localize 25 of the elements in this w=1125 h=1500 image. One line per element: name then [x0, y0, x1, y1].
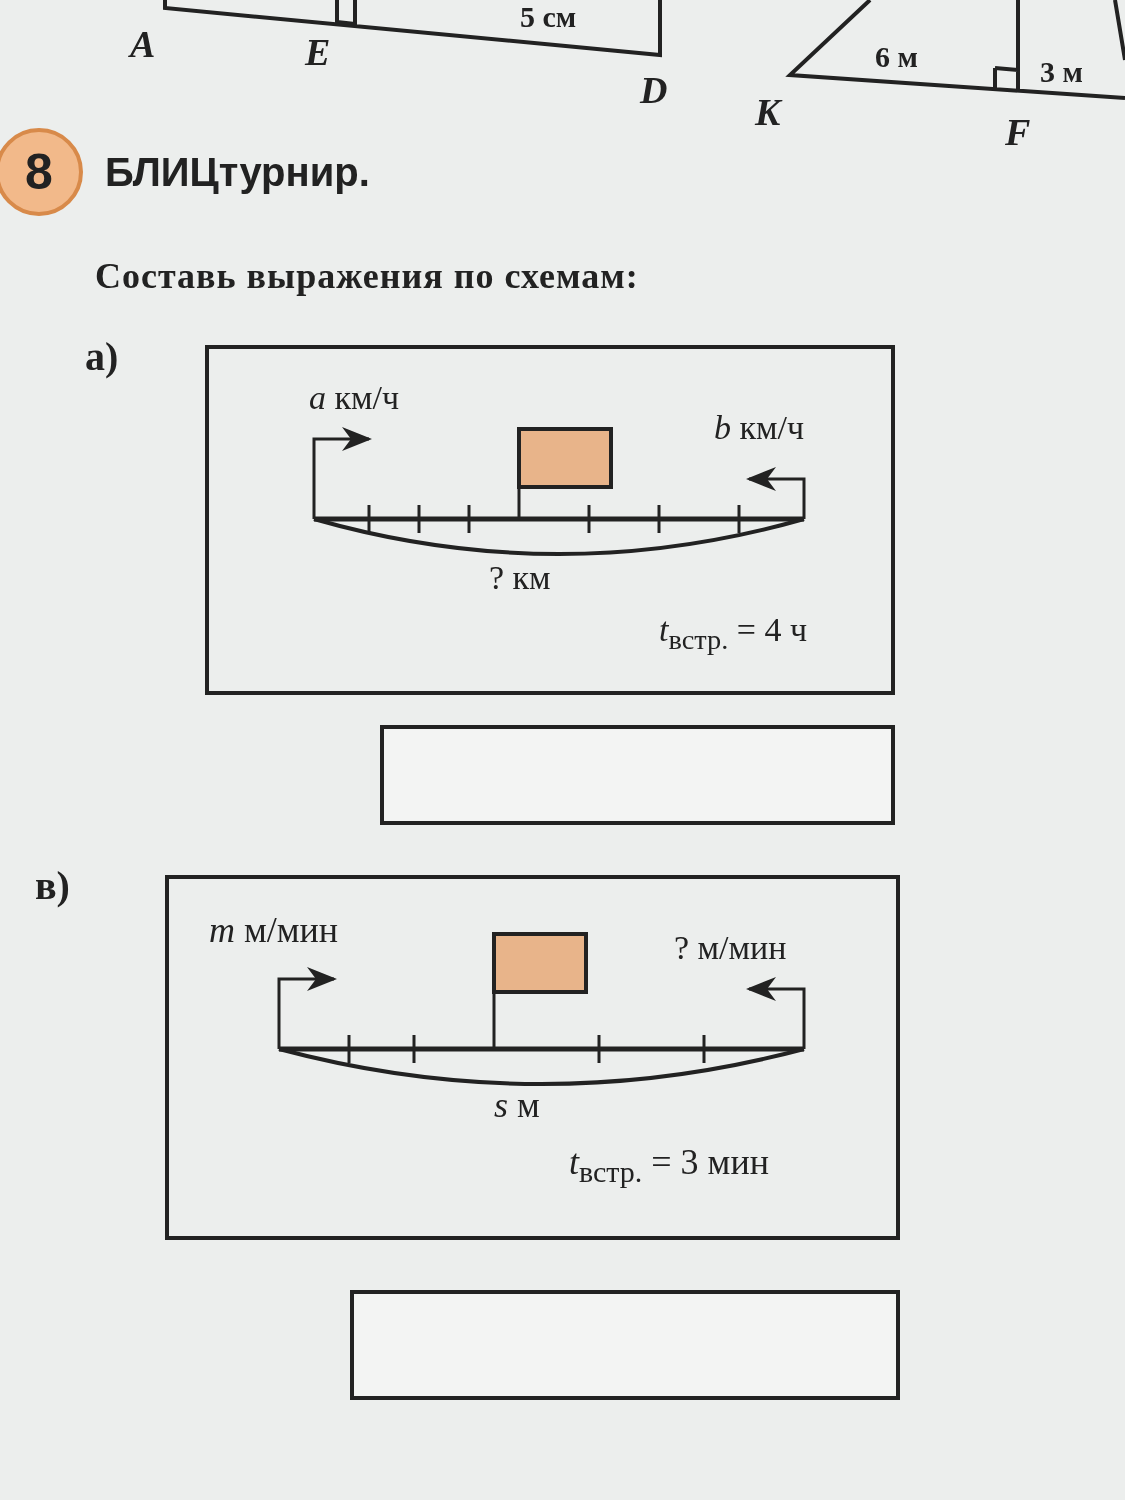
time-label: t$_{встр.}$ = 4 ч — [659, 611, 807, 656]
speed-label: ? м/мин — [674, 929, 787, 967]
item-label: а) — [85, 333, 119, 380]
dimension-label: 5 см — [520, 0, 577, 34]
point-label: E — [305, 30, 331, 74]
point-label: K — [755, 90, 781, 134]
task-number-badge: 8 — [0, 128, 83, 216]
speed-label: m м/мин — [209, 909, 339, 951]
scheme-frame — [205, 345, 895, 695]
answer-box — [380, 725, 895, 825]
scheme-frame — [165, 875, 900, 1240]
point-label: A — [130, 22, 156, 66]
time-label: t$_{встр.}$ = 3 мин — [569, 1141, 769, 1190]
distance-label: s м — [494, 1084, 540, 1126]
instruction-text: Составь выражения по схемам: — [95, 255, 639, 297]
speed-label: b км/ч — [714, 409, 805, 447]
dimension-label: 6 м — [875, 40, 918, 74]
point-label: D — [640, 68, 668, 112]
dimension-label: 3 м — [1040, 55, 1083, 89]
answer-box — [350, 1290, 900, 1400]
item-label: в) — [35, 862, 70, 909]
speed-label: a км/ч — [309, 379, 400, 417]
point-label: F — [1005, 110, 1031, 154]
task-title: БЛИЦтурнир. — [105, 150, 370, 195]
distance-label: ? км — [489, 559, 551, 597]
